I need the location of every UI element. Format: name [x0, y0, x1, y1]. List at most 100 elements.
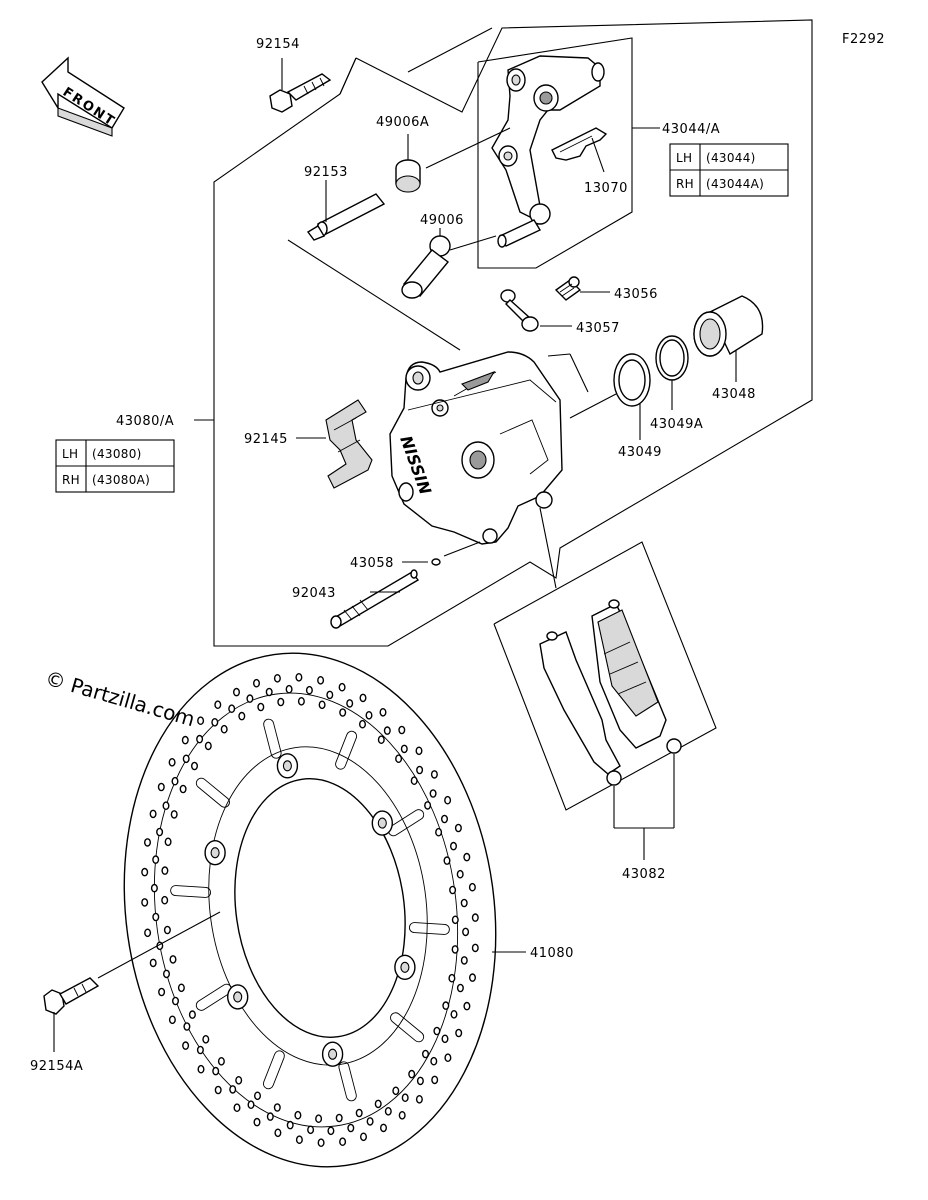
disc-hole — [235, 1076, 243, 1085]
disc-hole — [141, 867, 149, 877]
boot-49006 — [401, 228, 497, 299]
disc-hole — [196, 734, 204, 744]
label-13070: 13070 — [584, 181, 628, 196]
disc-hole — [156, 827, 164, 837]
disc-hole — [190, 761, 198, 771]
disc-hole — [182, 1041, 190, 1050]
disc-hole — [456, 983, 464, 993]
pads-bracket-leader — [613, 754, 675, 860]
disc-hole — [460, 898, 468, 908]
disc-hole — [233, 1103, 241, 1112]
disc-hole — [196, 1045, 204, 1055]
disc-hole — [468, 882, 476, 892]
o-ring-43058 — [402, 541, 481, 566]
disc-hole — [211, 718, 219, 727]
label-49006: 49006 — [420, 213, 464, 228]
disc-hole — [162, 969, 170, 979]
disc-hole — [307, 1125, 315, 1135]
disc-hole — [429, 789, 437, 798]
disc-hole — [158, 987, 166, 997]
disc-hole — [188, 1010, 196, 1019]
disc-hole — [326, 690, 334, 700]
disc-slot — [390, 1012, 425, 1043]
disc-slots — [170, 718, 450, 1102]
pad-spring-clip — [551, 127, 608, 173]
disc-hole — [317, 1138, 325, 1147]
disc-hole — [229, 1085, 237, 1094]
disc-hole — [232, 687, 240, 697]
disc-hole — [315, 1114, 323, 1123]
disc-hole — [265, 687, 273, 697]
disc-hole — [253, 1091, 261, 1101]
disc-hole — [228, 704, 236, 714]
disc-hole — [415, 746, 423, 756]
disc-hole — [150, 883, 158, 893]
brake-pad-outer — [591, 599, 682, 754]
disc-hole — [149, 809, 157, 819]
disc-hole — [253, 1117, 261, 1127]
disc-hole — [455, 1028, 463, 1038]
disc-hole — [317, 676, 325, 685]
disc-hole — [383, 726, 391, 735]
disc-hole — [456, 869, 464, 879]
label-92154A: 92154A — [30, 1059, 83, 1074]
disc-hole — [273, 674, 281, 683]
disc-hole — [359, 693, 367, 703]
watermark: © Partzilla.com — [43, 666, 198, 732]
disc-hole — [433, 1026, 441, 1036]
disc-hole — [444, 795, 452, 805]
caliper-body: NISSIN — [389, 351, 563, 545]
disc-hole — [171, 996, 179, 1006]
caliper-side-table: LH (43080) RH (43080A) — [55, 439, 175, 493]
disc-hole — [220, 724, 228, 734]
disc-slot — [338, 1061, 357, 1102]
disc-hole — [435, 827, 443, 837]
diagram-id: F2292 — [842, 32, 885, 47]
label-41080: 41080 — [530, 946, 574, 961]
disc-hole — [217, 1057, 225, 1066]
pad-spring — [296, 399, 373, 489]
disc-slot — [263, 718, 282, 759]
disc-hole — [252, 678, 260, 688]
label-92145: 92145 — [244, 432, 288, 447]
disc-hole — [398, 1111, 406, 1120]
label-43058: 43058 — [350, 556, 394, 571]
label-43082: 43082 — [622, 867, 666, 882]
disc-hole — [164, 837, 172, 847]
disc-hole — [318, 700, 326, 710]
pad-pin — [330, 569, 420, 629]
bracket-side-lh: LH — [676, 151, 692, 165]
disc-hole — [451, 945, 459, 954]
disc-hole — [247, 1100, 255, 1109]
disc-hole — [161, 895, 169, 905]
pads-frame — [493, 541, 717, 811]
disc-hole — [401, 1093, 409, 1102]
disc-boss-hole — [282, 760, 292, 772]
disc-hole — [179, 784, 187, 794]
disc-hole — [359, 719, 367, 729]
disc-hole — [441, 1034, 449, 1044]
disc-hole — [454, 823, 462, 833]
disc-hole — [338, 682, 346, 692]
disc-hole — [305, 685, 313, 695]
caliper-assembly-frame — [213, 19, 813, 647]
disc-hole — [169, 955, 177, 964]
disc-hole — [374, 1099, 382, 1109]
label-92154: 92154 — [256, 37, 300, 52]
pin-92153 — [287, 180, 461, 351]
disc-hole — [416, 765, 424, 775]
disc-hole — [400, 744, 408, 754]
disc-hole — [144, 928, 152, 938]
disc-hole — [365, 711, 373, 720]
disc-hole — [416, 1076, 424, 1086]
disc-hole — [377, 735, 385, 745]
disc-boss-hole — [233, 991, 243, 1003]
front-arrow-icon: FRONT — [41, 56, 125, 137]
disc-hole — [442, 1001, 450, 1010]
label-92153: 92153 — [304, 165, 348, 180]
disc-hole — [339, 708, 347, 717]
disc-hole — [339, 1137, 347, 1146]
disc-slot — [335, 730, 358, 770]
disc-hole — [460, 956, 468, 965]
